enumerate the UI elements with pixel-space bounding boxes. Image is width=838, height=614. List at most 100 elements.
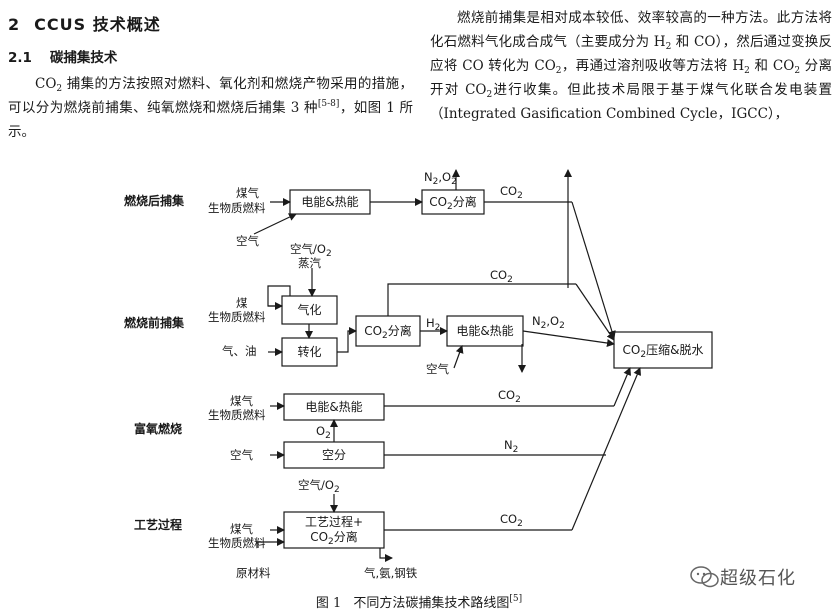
label-co2-ind: CO2 <box>500 512 523 529</box>
box-label-power-pre: 电能&热能 <box>456 323 514 338</box>
box-label-shift: 转化 <box>297 344 322 359</box>
subscript: 2 <box>515 395 521 405</box>
subscript: 2 <box>507 275 513 285</box>
subscript: 2 <box>559 321 565 331</box>
section-number: 2 <box>8 15 21 34</box>
section-heading: 2 CCUS 技术概述 <box>8 10 413 40</box>
subscript: 2 <box>333 485 340 495</box>
text: 分离 <box>452 194 477 209</box>
text-line: 分离开对 CO <box>430 58 833 98</box>
label-gas-oil: 气、油 <box>222 344 257 358</box>
diagram-lines <box>253 169 713 562</box>
text: 工艺过程+ <box>304 515 364 529</box>
label-air-o2-ind: 空气/O2 <box>298 478 340 495</box>
left-paragraph: CO2 捕集的方法按照对燃料、氧化剂和燃烧产物采用的措施，可以分为燃烧前捕集、纯… <box>8 72 413 144</box>
text: 分离 <box>333 530 358 544</box>
row-label-oxy-fuel: 富氧燃烧 <box>134 422 183 436</box>
label-steam: 蒸汽 <box>298 256 321 270</box>
subscript: 2 <box>486 90 493 100</box>
figure-title: 不同方法碳捕集技术路线图 <box>353 596 510 611</box>
text-line: 和 CO），然后通过变换反应将 CO 转化为 CO <box>430 34 833 74</box>
subscript: 2 <box>447 201 453 212</box>
box-co2-sep-post <box>421 189 485 215</box>
subscript: 2 <box>794 66 801 76</box>
box-power-post <box>289 189 371 215</box>
subscript: 2 <box>432 177 439 187</box>
label-biomass-pre: 生物质燃料 <box>208 310 266 324</box>
box-label-co2-sep-pre: CO2分离 <box>356 316 420 346</box>
label-co2-pre: CO2 <box>490 268 513 285</box>
label-h2: H2 <box>426 316 440 333</box>
text: O <box>316 424 326 438</box>
subscript: 2 <box>325 431 331 441</box>
text-line: 燃烧前捕集是相对成本较低、效率较高的一种 <box>457 10 736 26</box>
text-line: 和 CO <box>749 58 795 74</box>
text: 分离 <box>387 323 412 338</box>
text: CO <box>364 323 383 338</box>
label-products: 气,氨,钢铁 <box>364 566 418 580</box>
text-line: 物采用的措施，可以分为燃烧前捕集、纯氧燃烧和燃 <box>8 76 414 116</box>
text: CO <box>622 342 641 357</box>
subscript: 2 <box>325 249 332 259</box>
box-label-process: 工艺过程+CO2分离 <box>284 512 384 548</box>
citation-ref: [5-8] <box>317 99 340 109</box>
text-line: 烧后捕集 3 种 <box>230 100 318 116</box>
text: H <box>426 316 435 330</box>
watermark: 超级石化 <box>690 562 835 592</box>
subscript: 2 <box>451 177 457 187</box>
label-air-pre: 空气 <box>426 362 449 376</box>
ccus-flow-diagram: 燃烧后捕集 燃烧前捕集 富氧燃烧 工艺过程 电能&热能 CO2分离 气化 转化 … <box>0 168 838 588</box>
subscript: 2 <box>555 66 562 76</box>
text: CO <box>490 268 508 282</box>
label-coal-gas-ind: 煤气 <box>230 522 253 536</box>
box-label-power-post: 电能&热能 <box>301 194 359 209</box>
figure-caption: 图 1 不同方法碳捕集技术路线图[5] <box>0 592 838 612</box>
figure-ref: [5] <box>509 594 523 604</box>
label-air: 空气 <box>236 234 259 248</box>
subsection-number: 2.1 <box>8 50 32 66</box>
text: N <box>424 170 433 184</box>
box-label-compress: CO2压缩&脱水 <box>614 332 712 368</box>
subscript: 2 <box>665 42 672 52</box>
subscript: 2 <box>540 321 547 331</box>
box-label-co2-sep-post: CO2分离 <box>422 190 484 214</box>
row-label-post-combustion: 燃烧后捕集 <box>124 194 185 208</box>
subscript: 2 <box>517 191 523 201</box>
text-line: ，如图 1 所示。 <box>8 100 414 140</box>
label-coal: 煤 <box>236 296 248 310</box>
text-line: 进行收集。但此技术局限于基于煤气化联合发电装 <box>492 82 819 98</box>
text: ,O <box>438 170 452 184</box>
label-n2-o2-pre: N2,O2 <box>532 314 565 331</box>
text-line: ， <box>561 58 576 74</box>
subscript: 2 <box>382 330 388 341</box>
text: CO <box>429 194 448 209</box>
text: 压缩&脱水 <box>646 342 704 357</box>
label-co2: CO2 <box>500 184 523 201</box>
section-title: CCUS 技术概述 <box>34 15 161 34</box>
row-label-pre-combustion: 燃烧前捕集 <box>124 316 185 330</box>
subscript: 2 <box>328 537 334 547</box>
subscript: 2 <box>640 349 647 360</box>
text: CO <box>500 184 518 198</box>
subscript: 2 <box>517 519 523 529</box>
box-label-power-oxy: 电能&热能 <box>305 399 363 414</box>
label-biomass-ind: 生物质燃料 <box>208 536 266 550</box>
right-column: 燃烧前捕集是相对成本较低、效率较高的一种方法。此方法将化石燃料气化成合成气（主要… <box>430 6 832 126</box>
label-n2-o2: N2,O2 <box>424 170 457 187</box>
text-co2: CO <box>35 76 57 92</box>
figure-number: 图 1 <box>315 596 342 611</box>
wechat-logo-icon <box>690 566 719 588</box>
text-line: 再通过溶剂吸收等方法将 H <box>575 58 745 74</box>
subscript: 2 <box>744 66 750 76</box>
label-air-o2: 空气/O2 <box>290 242 332 259</box>
label-o2: O2 <box>316 424 331 441</box>
text: N <box>504 438 513 452</box>
text: N <box>532 314 541 328</box>
subscript: 2 <box>56 84 63 94</box>
text: CO <box>500 512 518 526</box>
box-label-gasify: 气化 <box>297 302 322 317</box>
text: ,O <box>546 314 560 328</box>
